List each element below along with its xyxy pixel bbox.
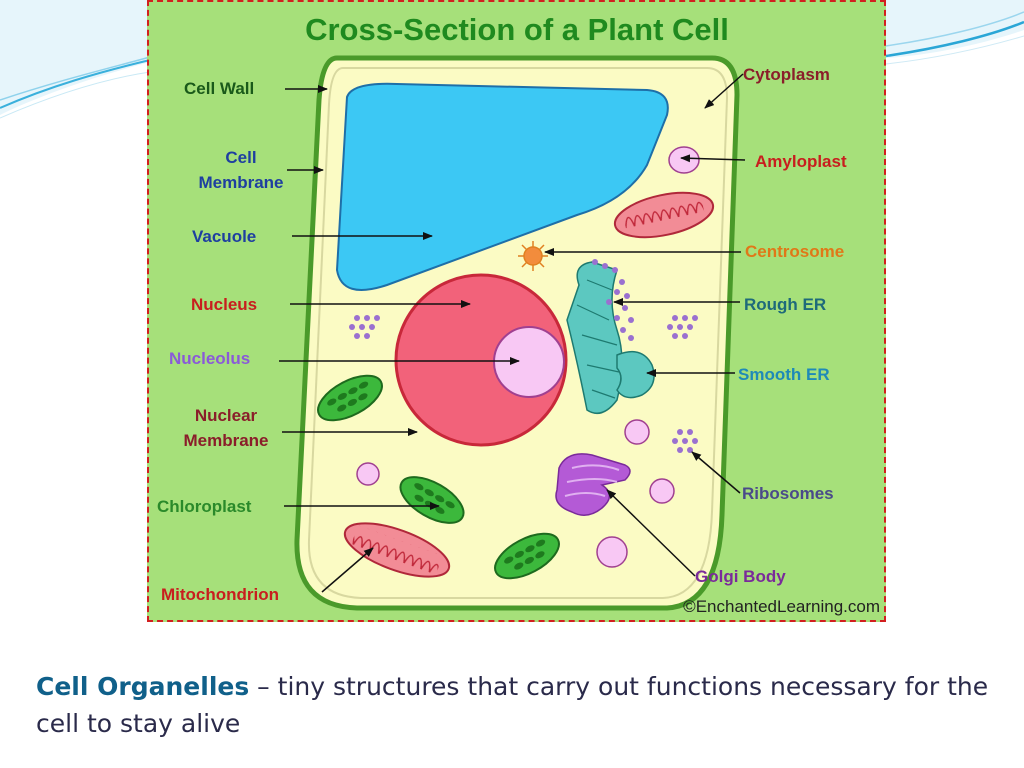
arrow-golgi-body [606,489,696,577]
right-swoosh-line-2 [885,11,1024,47]
label-cell-membrane-line2: Membrane [198,173,283,192]
arrow-amyloplast [680,154,746,163]
label-vacuole: Vacuole [192,227,256,246]
vacuole-shape [335,82,669,291]
label-golgi-body: Golgi Body [695,567,786,586]
right-swoosh-line-1 [885,20,1024,58]
caption-term: Cell Organelles [36,672,250,701]
right-swoosh-line-3 [885,35,1024,65]
label-centrosome: Centrosome [745,242,844,261]
arrow-cytoplasm [704,73,744,109]
plant-cell-diagram: Cross-Section of a Plant Cell [157,12,880,616]
centrosome-shape [518,241,548,271]
label-cell-membrane-line1: Cell [225,148,256,167]
ribosome-cluster-left [349,315,380,339]
golgi-body-shape [555,453,631,516]
left-swoosh-line-1 [0,59,151,109]
caption-definition: tiny structures that carry out functions… [36,672,989,738]
label-mitochondrion: Mitochondrion [161,585,279,604]
mitochondrion-lower [343,522,451,578]
smooth-er-shape [616,350,655,399]
label-nucleus: Nucleus [191,295,257,314]
chloroplast-lower [494,532,560,580]
leader-arrows [279,73,746,593]
amyloplast-shape [668,146,700,174]
label-ribosomes: Ribosomes [742,484,834,503]
credit-text: ©EnchantedLearning.com [683,597,880,616]
ribosome-cluster-right-upper [667,315,698,339]
cell-membrane [307,67,729,599]
mitochondrion-upper [613,191,715,239]
label-cell-wall: Cell Wall [184,79,254,98]
arrow-mitochondrion [321,547,374,593]
vesicles [356,419,675,568]
diagram-title: Cross-Section of a Plant Cell [305,12,729,47]
label-rough-er: Rough ER [744,295,826,314]
arrow-ribosomes [691,451,741,494]
nucleus-shape [394,273,568,447]
ribosome-cluster-right-lower [672,429,698,453]
label-cytoplasm: Cytoplasm [743,65,830,84]
left-swoosh [0,0,150,115]
caption-dash: – [249,672,278,701]
nucleolus-shape [493,326,565,398]
label-smooth-er: Smooth ER [738,365,830,384]
left-swoosh-line-3 [0,71,151,119]
label-nucleolus: Nucleolus [169,349,250,368]
label-nuclear-membrane-line1: Nuclear [195,406,258,425]
slide-caption: Cell Organelles – tiny structures that c… [36,668,1006,742]
right-swoosh [886,0,1024,58]
label-chloroplast: Chloroplast [157,497,252,516]
label-amyloplast: Amyloplast [755,152,847,171]
left-swoosh-line-2 [0,56,151,101]
chloroplast-upper-left [317,374,383,422]
label-nuclear-membrane-line2: Membrane [183,431,268,450]
